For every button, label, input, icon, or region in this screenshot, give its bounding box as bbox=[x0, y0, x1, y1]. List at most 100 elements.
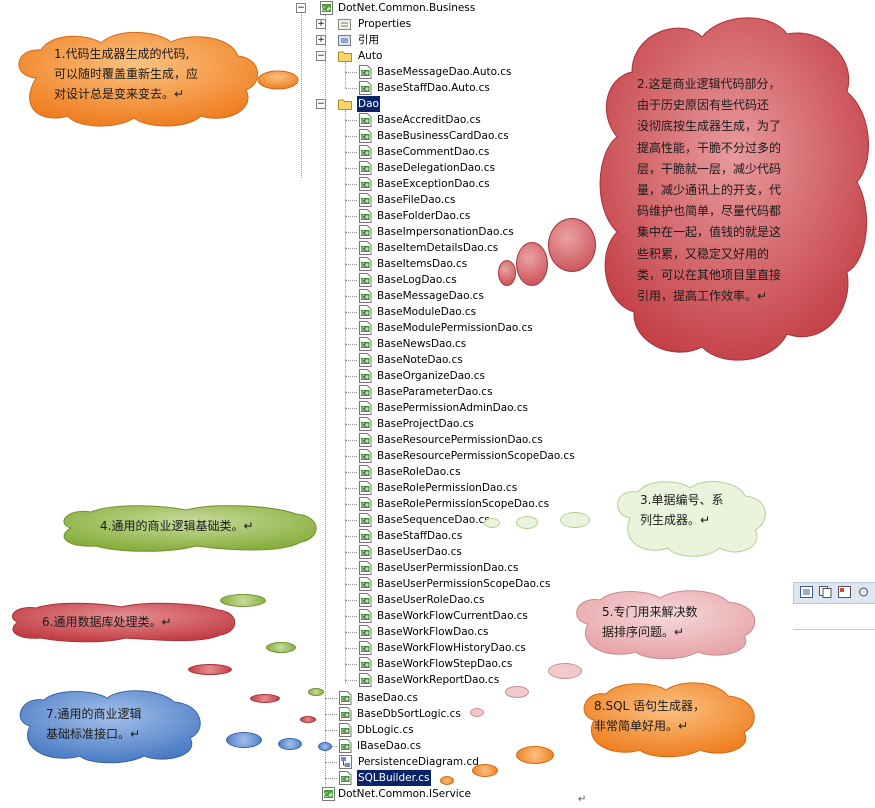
tree-item-label: BaseRoleDao.cs bbox=[377, 466, 461, 478]
csharp-file-icon: C# bbox=[359, 193, 372, 207]
properties-window-icon[interactable] bbox=[838, 586, 851, 598]
tree-file-dao[interactable]: C#BaseImpersonationDao.cs bbox=[340, 224, 600, 240]
callout-text: 1.代码生成器生成的代码, 可以随时覆盖重新生成，应 对设计总是变来变去。↵ bbox=[54, 44, 198, 104]
tree-file-dao[interactable]: C#BaseWorkFlowDao.cs bbox=[340, 624, 600, 640]
callout-8-sql-builder: 8.SQL 语句生成器， 非常简单好用。↵ bbox=[576, 680, 762, 758]
tree-file-dao[interactable]: C#BaseItemsDao.cs bbox=[340, 256, 600, 272]
tree-file-dao[interactable]: C#BaseWorkFlowCurrentDao.cs bbox=[340, 608, 600, 624]
list-view-icon[interactable] bbox=[800, 586, 813, 598]
tree-file-dao[interactable]: C#BaseRoleDao.cs bbox=[340, 464, 600, 480]
tree-file-dao[interactable]: C#BaseAccreditDao.cs bbox=[340, 112, 600, 128]
csharp-project-icon: C# bbox=[320, 1, 333, 15]
csharp-file-icon: C# bbox=[359, 81, 372, 95]
svg-text:C#: C# bbox=[322, 6, 331, 13]
tree-file-dao[interactable]: C#BaseProjectDao.cs bbox=[340, 416, 600, 432]
tree-branch-line bbox=[345, 136, 357, 137]
csharp-file-icon: C# bbox=[339, 739, 352, 753]
tree-file-dao[interactable]: C#BaseCommentDao.cs bbox=[340, 144, 600, 160]
tree-file-dao[interactable]: C#BaseResourcePermissionScopeDao.cs bbox=[340, 448, 600, 464]
tree-file-dao[interactable]: C#BaseParameterDao.cs bbox=[340, 384, 600, 400]
cloud-connector-bubble bbox=[440, 776, 454, 785]
tree-item-label: BaseOrganizeDao.cs bbox=[377, 370, 485, 382]
collapse-icon[interactable]: − bbox=[296, 3, 306, 13]
tree-item-label: DotNet.Common.Business bbox=[338, 2, 476, 14]
tree-item-properties[interactable]: + Properties bbox=[316, 16, 516, 32]
tree-file-sqlbuilder[interactable]: C# SQLBuilder.cs bbox=[320, 770, 520, 786]
tree-file-dao[interactable]: C#BaseModuleDao.cs bbox=[340, 304, 600, 320]
tree-file-root[interactable]: C#BaseDao.cs bbox=[320, 690, 580, 706]
tree-branch-line bbox=[345, 424, 357, 425]
tree-file-root[interactable]: C#IBaseDao.cs bbox=[320, 738, 580, 754]
tree-file-dao[interactable]: C#BaseWorkFlowStepDao.cs bbox=[340, 656, 600, 672]
tree-file-dao[interactable]: C#BaseRolePermissionScopeDao.cs bbox=[340, 496, 600, 512]
tree-item-references[interactable]: + 引用 bbox=[316, 32, 516, 48]
tree-file-dao[interactable]: C#BaseStaffDao.cs bbox=[340, 528, 600, 544]
csharp-file-icon: C# bbox=[359, 513, 372, 527]
tree-file-dao[interactable]: C#BaseModulePermissionDao.cs bbox=[340, 320, 600, 336]
svg-text:C#: C# bbox=[324, 792, 333, 799]
callout-line: 层，干脆就一层，减少代码 bbox=[637, 161, 782, 176]
copy-icon[interactable] bbox=[819, 586, 832, 598]
expand-icon[interactable]: + bbox=[316, 19, 326, 29]
refresh-icon[interactable] bbox=[857, 586, 870, 598]
tree-branch-line bbox=[345, 600, 357, 601]
svg-text:C#: C# bbox=[361, 503, 369, 509]
callout-6-db-helper: 6.通用数据库处理类。↵ bbox=[6, 602, 240, 643]
tree-file-dao[interactable]: C#BaseWorkReportDao.cs bbox=[340, 672, 600, 688]
tree-file-dao[interactable]: C#BaseWorkFlowHistoryDao.cs bbox=[340, 640, 600, 656]
csharp-file-icon: C# bbox=[359, 497, 372, 511]
tree-branch-line bbox=[345, 120, 357, 121]
tree-file-dao[interactable]: C#BaseMessageDao.cs bbox=[340, 288, 600, 304]
svg-text:C#: C# bbox=[361, 375, 369, 381]
csharp-file-icon: C# bbox=[359, 625, 372, 639]
tree-file-dao[interactable]: C#BaseUserPermissionDao.cs bbox=[340, 560, 600, 576]
tree-file-auto[interactable]: C#BaseStaffDao.Auto.cs bbox=[340, 80, 600, 96]
collapse-icon[interactable]: − bbox=[316, 99, 326, 109]
tree-file-dao[interactable]: C#BaseUserDao.cs bbox=[340, 544, 600, 560]
tree-branch-line bbox=[345, 152, 357, 153]
svg-text:C#: C# bbox=[361, 231, 369, 237]
svg-text:C#: C# bbox=[361, 263, 369, 269]
tree-root-project[interactable]: − C# DotNet.Common.Business bbox=[296, 0, 596, 16]
expand-icon[interactable]: + bbox=[316, 35, 326, 45]
tree-item-label: BasePermissionAdminDao.cs bbox=[377, 402, 529, 414]
tree-project-iservice[interactable]: C# DotNet.Common.IService bbox=[316, 786, 566, 802]
svg-text:C#: C# bbox=[361, 439, 369, 445]
tree-file-auto[interactable]: C#BaseMessageDao.Auto.cs bbox=[340, 64, 600, 80]
tree-file-dao[interactable]: C#BaseNoteDao.cs bbox=[340, 352, 600, 368]
tree-file-dao[interactable]: C#BaseItemDetailsDao.cs bbox=[340, 240, 600, 256]
tree-file-dao[interactable]: C#BaseResourcePermissionDao.cs bbox=[340, 432, 600, 448]
tree-file-dao[interactable]: C#BaseDelegationDao.cs bbox=[340, 160, 600, 176]
csharp-file-icon: C# bbox=[359, 561, 372, 575]
csharp-project-icon: C# bbox=[322, 787, 335, 801]
tree-file-dao[interactable]: C# BaseOrganizeDao.cs bbox=[340, 368, 600, 384]
tree-file-dao[interactable]: C#BaseNewsDao.cs bbox=[340, 336, 600, 352]
tree-file-dao[interactable]: C#BaseExceptionDao.cs bbox=[340, 176, 600, 192]
csharp-file-icon: C# bbox=[359, 417, 372, 431]
tree-file-dao[interactable]: C#BaseFileDao.cs bbox=[340, 192, 600, 208]
tree-file-dao[interactable]: C#BaseUserRoleDao.cs bbox=[340, 592, 600, 608]
tree-folder-dao[interactable]: − Dao bbox=[316, 96, 516, 112]
tree-file-dao[interactable]: C#BaseUserPermissionScopeDao.cs bbox=[340, 576, 600, 592]
tree-file-dao[interactable]: C#BaseLogDao.cs bbox=[340, 272, 600, 288]
tree-branch-line bbox=[345, 168, 357, 169]
tree-file-dao[interactable]: C#BaseFolderDao.cs bbox=[340, 208, 600, 224]
tree-file-root[interactable]: C#BaseDbSortLogic.cs bbox=[320, 706, 580, 722]
svg-text:C#: C# bbox=[361, 631, 369, 637]
tree-file-dao[interactable]: C#BasePermissionAdminDao.cs bbox=[340, 400, 600, 416]
callout-2-business-logic: 2.这是商业逻辑代码部分， 由于历史原因有些代码还 没彻底按生成器生成，为了 提… bbox=[592, 12, 875, 370]
tree-branch-line bbox=[345, 504, 357, 505]
tree-file-dao[interactable]: C#BaseRolePermissionDao.cs bbox=[340, 480, 600, 496]
tree-branch-line bbox=[345, 88, 357, 89]
tree-folder-auto[interactable]: − Auto bbox=[316, 48, 516, 64]
callout-line: 些积累，又稳定又好用的 bbox=[637, 246, 770, 261]
callout-line: 对设计总是变来变去。↵ bbox=[54, 87, 185, 101]
tree-file-dao[interactable]: C#BaseBusinessCardDao.cs bbox=[340, 128, 600, 144]
collapse-icon[interactable]: − bbox=[316, 51, 326, 61]
tree-file-diagram[interactable]: PersistenceDiagram.cd bbox=[320, 754, 520, 770]
tree-file-root[interactable]: C#DbLogic.cs bbox=[320, 722, 580, 738]
cloud-connector-bubble bbox=[472, 764, 498, 777]
csharp-file-icon: C# bbox=[359, 369, 372, 383]
tree-file-dao[interactable]: C#BaseSequenceDao.cs bbox=[340, 512, 600, 528]
tree-branch-line bbox=[345, 552, 357, 553]
